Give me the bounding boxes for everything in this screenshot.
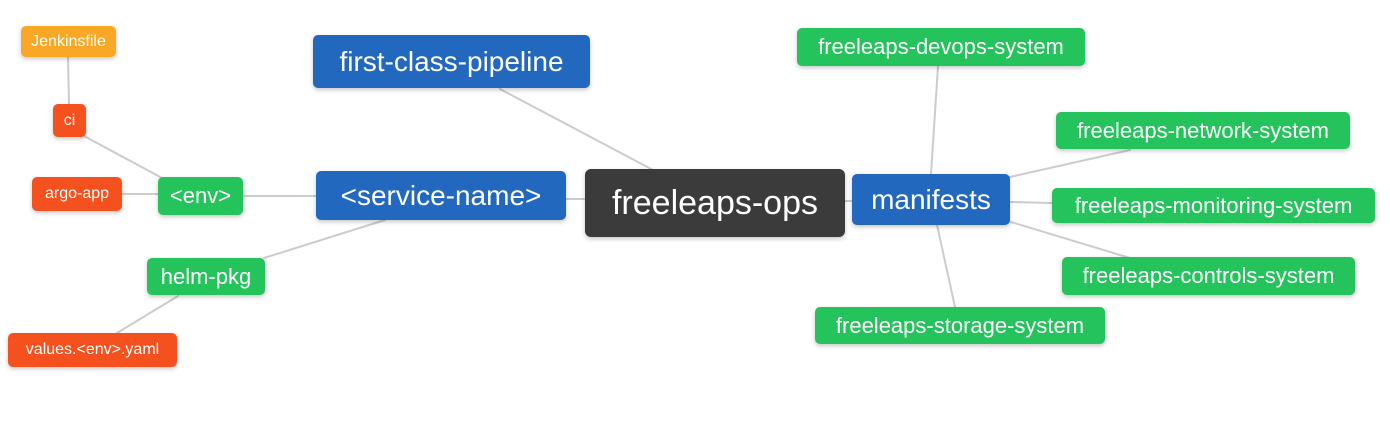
node-network-system[interactable]: freeleaps-network-system (1056, 112, 1350, 149)
edge-manifests-storage (936, 224, 956, 308)
node-storage-system[interactable]: freeleaps-storage-system (815, 307, 1105, 344)
node-env[interactable]: <env> (158, 177, 243, 215)
node-freeleaps-ops[interactable]: freeleaps-ops (585, 169, 845, 237)
edge-manifests-controls (1010, 221, 1131, 259)
edge-jenkinsfile-ci (67, 56, 70, 105)
edge-manifests-monitoring (1009, 201, 1053, 204)
node-first-class-pipeline[interactable]: first-class-pipeline (313, 35, 590, 88)
edge-manifests-devops (930, 65, 939, 175)
node-controls-system[interactable]: freeleaps-controls-system (1062, 257, 1355, 295)
edge-pipeline-root (499, 88, 654, 171)
edge-manifests-network (1009, 149, 1131, 178)
edge-values-helm-pkg (116, 295, 179, 334)
node-devops-system[interactable]: freeleaps-devops-system (797, 28, 1085, 66)
node-manifests[interactable]: manifests (852, 174, 1010, 225)
node-ci[interactable]: ci (53, 104, 86, 137)
node-monitoring-system[interactable]: freeleaps-monitoring-system (1052, 188, 1375, 223)
edge-ci-env (83, 135, 163, 179)
edge-helm-pkg-service-name (263, 219, 386, 259)
node-values-env-yaml[interactable]: values.<env>.yaml (8, 333, 177, 367)
node-service-name[interactable]: <service-name> (316, 171, 566, 220)
node-argo-app[interactable]: argo-app (32, 177, 122, 211)
node-jenkinsfile[interactable]: Jenkinsfile (21, 26, 116, 57)
node-helm-pkg[interactable]: helm-pkg (147, 258, 265, 295)
